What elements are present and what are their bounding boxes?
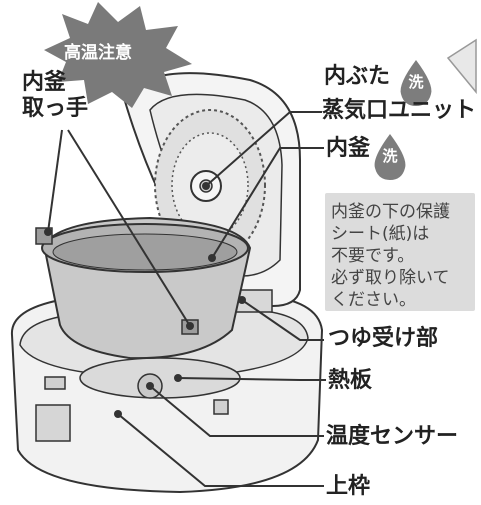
upper-frame-label: 上枠 [326, 474, 371, 499]
callout-wedge [446, 38, 477, 95]
wash-badge-inner-pot: 洗 [382, 147, 398, 165]
caution-burst [44, 2, 192, 108]
note-line-5: ください。 [331, 290, 416, 310]
temperature-sensor-label: 温度センサー [326, 424, 459, 449]
note-line-2: シート(紙)は [331, 224, 430, 244]
heating-plate-label: 熱板 [328, 368, 373, 393]
open-lid [122, 72, 301, 313]
pot-handles-label-line2: 取っ手 [22, 96, 89, 121]
protective-sheet-note: 内釜の下の保護 シート(紙)は 不要です。 必ず取り除いて ください。 [325, 193, 475, 311]
wash-badge-inner-lid: 洗 [408, 73, 424, 91]
inner-pot-label: 内釜 [326, 136, 371, 161]
pot-handles-label-line1: 内釜 [22, 70, 67, 95]
control-panel [35, 404, 71, 442]
wash-badge-drop-inner-pot [374, 134, 406, 180]
drip-catcher-label: つゆ受け部 [328, 326, 439, 351]
inner-pot [35, 216, 252, 360]
inner-lid-label: 内ぶた [324, 64, 391, 89]
steam-vent-unit-label: 蒸気口ユニット [322, 98, 477, 123]
note-line-1: 内釜の下の保護 [331, 202, 450, 222]
note-line-3: 不要です。 [331, 246, 415, 266]
leader-lines [47, 111, 326, 487]
wash-badge-drop-inner-lid [400, 60, 432, 106]
note-line-4: 必ず取り除いて [331, 268, 450, 288]
caution-burst-label: 高温注意 [64, 43, 132, 63]
